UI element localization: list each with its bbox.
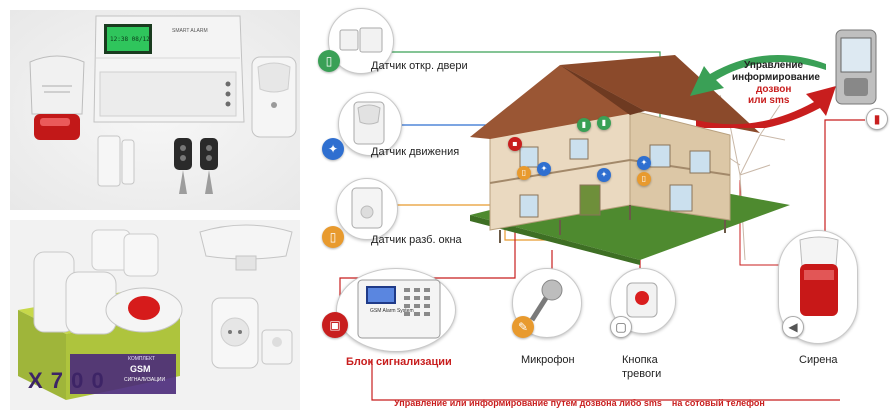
control-panel-icon: ▣	[322, 312, 348, 338]
kit-items-photo	[33, 229, 183, 335]
phone-icon: ▮	[866, 108, 888, 130]
remote-title-line1: Управление	[744, 60, 804, 71]
house-badge-panel: ▪	[508, 137, 522, 151]
door-sensor-label: Датчик откр. двери	[371, 60, 468, 72]
house-badge-motion-2: ✦	[597, 168, 611, 182]
control-panel-photo: 12:38 08/12	[93, 15, 245, 123]
house-badge-motion-1: ✦	[537, 162, 551, 176]
house-badge-door-1: ▮	[577, 118, 591, 132]
window-sensor-image	[351, 187, 383, 229]
window-sensor-label: Датчик разб. окна	[371, 234, 462, 246]
panel-brand-text: SMART ALARM	[172, 28, 208, 34]
remote-sub-line2: или sms	[748, 95, 790, 106]
remote-title-line2: информирование	[732, 72, 820, 83]
window-icon: ▯	[322, 226, 344, 248]
door-contact-photo	[97, 135, 135, 187]
running-man-icon: ✦	[322, 138, 344, 160]
microphone-image	[529, 279, 563, 322]
svg-text:12:38 08/12: 12:38 08/12	[110, 36, 150, 43]
product-photos: 12:38 08/12 SMART ALARM X 7 0 0 КОМПЛЕКТ…	[0, 0, 310, 420]
house-badge-door-2: ▮	[597, 116, 611, 130]
siren-label: Сирена	[799, 354, 838, 366]
microphone-icon: ✎	[512, 316, 534, 338]
motion-sensor-image	[353, 101, 385, 145]
box-brand-text: GSM	[130, 364, 151, 374]
box-model-text: X 7 0 0	[28, 368, 105, 393]
door-sensor-image	[339, 27, 383, 53]
remote-sub-line1: дозвон	[756, 84, 792, 95]
motion-sensor-label: Датчик движения	[371, 146, 460, 158]
panic-button-label-line2: тревоги	[622, 368, 662, 380]
bottom-caption: Управление или информирование путем дозв…	[394, 398, 765, 408]
socket-module-photo	[211, 297, 293, 369]
box-subtitle-text: СИГНАЛИЗАЦИИ	[124, 377, 166, 383]
button-icon: ▢	[610, 316, 632, 338]
speaker-icon: ◀	[782, 316, 804, 338]
key-fobs-photo	[174, 138, 218, 194]
control-panel-label: Блок сигнализации	[346, 356, 452, 368]
house-badge-window-1: ▯	[517, 166, 531, 180]
microphone-label: Микрофон	[521, 354, 575, 366]
pir-sensor-photo	[251, 56, 297, 138]
door-icon: ▯	[318, 50, 340, 72]
glass-break-sensor-photo	[199, 224, 293, 271]
control-panel-image	[357, 279, 441, 339]
house-badge-window-2: ▯	[637, 172, 651, 186]
phone-image	[835, 29, 877, 105]
siren-image	[799, 236, 839, 316]
panel-model-label: GSM Alarm System	[370, 308, 414, 314]
panic-button-label-line1: Кнопка	[622, 354, 658, 366]
siren-photo	[29, 55, 85, 140]
house-illustration	[470, 55, 790, 265]
sync-arrows	[690, 55, 836, 128]
panic-button-image	[626, 282, 658, 318]
house-badge-motion-3: ✦	[637, 156, 651, 170]
box-kit-text: КОМПЛЕКТ	[128, 356, 156, 362]
